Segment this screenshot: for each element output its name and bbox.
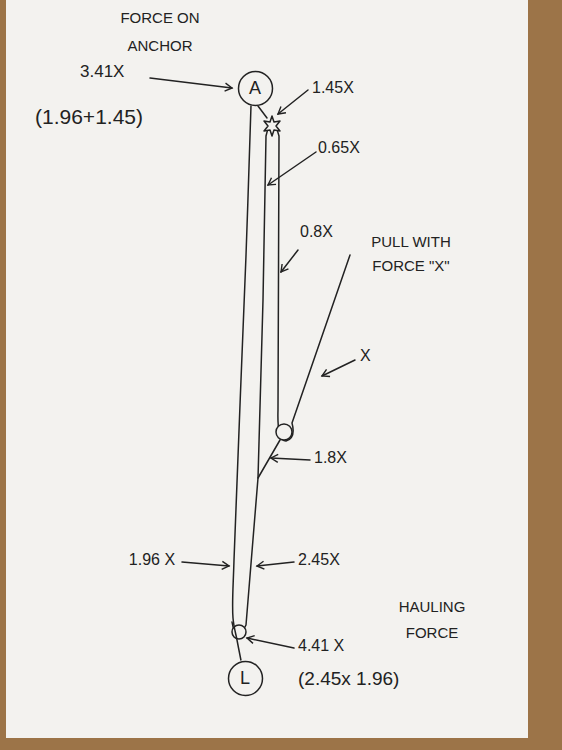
force-label: PULL WITH FORCE "X" [362,230,460,278]
leader-arrow [257,562,294,566]
anchor-circle: L [227,660,264,697]
force-label: (1.96+1.45) [35,104,143,129]
leader-arrow [271,458,310,460]
force-label: 0.65X [318,138,360,157]
leader-arrow [247,638,294,648]
force-label: HAULING FORCE [380,594,484,646]
force-label: 1.8X [314,448,347,467]
rope-strand [233,106,251,661]
leader-arrow [268,152,316,185]
leader-arrow [150,78,232,88]
leader-arrow [278,90,308,114]
force-label: 1.45X [312,78,354,97]
node-letter: L [240,668,250,689]
force-label: X [360,346,371,365]
small-pulley [276,424,292,440]
leader-arrow [182,562,229,566]
force-label: FORCE ON ANCHOR [98,4,222,60]
force-label: 1.96 X [128,546,176,574]
top-pulley [264,116,280,136]
anchor-sling [258,106,267,118]
anchor-circle: A [237,70,274,107]
circle-outline [238,71,272,105]
circle-outline [228,661,262,695]
force-label: 2.45X [298,550,340,569]
leader-arrow [281,250,298,272]
force-label: 4.41 X [298,636,344,655]
force-label: (2.45x 1.96) [298,668,399,691]
node-letter: A [249,78,261,99]
force-label: 3.41X [80,62,124,82]
paper-sheet [6,0,528,738]
force-label: 0.8X [300,222,333,241]
leader-arrow [322,360,355,376]
rope [232,123,350,635]
